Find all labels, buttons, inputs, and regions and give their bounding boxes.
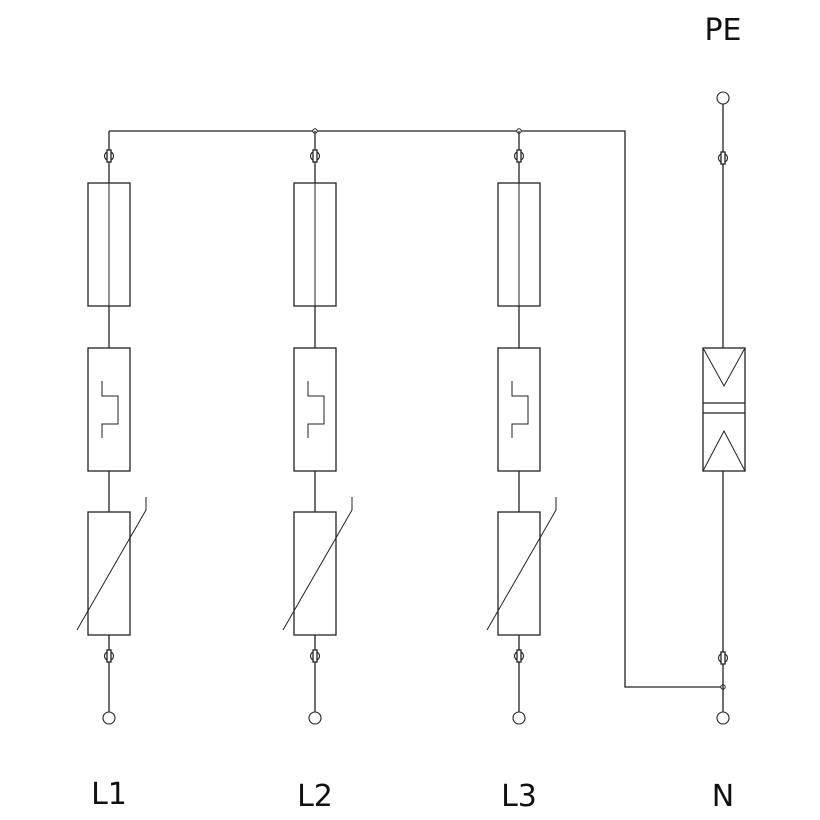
output-terminal-n — [716, 711, 730, 725]
label-pe: PE — [704, 13, 741, 48]
phase-l1-branch — [76, 131, 147, 725]
output-terminal-l1 — [102, 711, 116, 725]
n-pe-branch — [702, 91, 746, 725]
phase-l3-branch — [486, 131, 557, 725]
phase-l2-branch — [282, 131, 353, 725]
label-l3: L3 — [501, 779, 537, 814]
pe-terminal — [716, 91, 730, 105]
output-terminal-l3 — [512, 711, 526, 725]
label-l2: L2 — [297, 779, 333, 814]
gas-discharge-tube — [702, 347, 746, 472]
thermal-disconnector-l1 — [87, 347, 131, 472]
label-l1: L1 — [91, 777, 127, 812]
thermal-disconnector-l2 — [293, 347, 337, 472]
label-n: N — [712, 779, 734, 814]
output-terminal-l2 — [308, 711, 322, 725]
common-bus — [109, 128, 726, 690]
thermal-disconnector-l3 — [497, 347, 541, 472]
